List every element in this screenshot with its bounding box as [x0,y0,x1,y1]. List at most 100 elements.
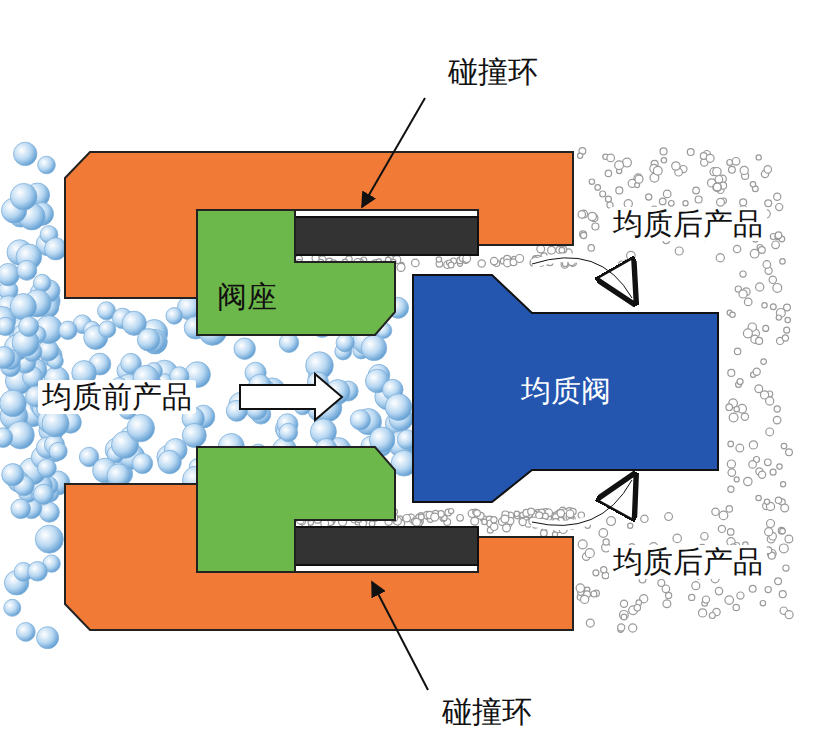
small-droplet [646,194,652,200]
small-droplet [431,513,439,521]
small-droplet [728,469,736,477]
small-droplet [765,587,771,593]
small-droplet [734,477,739,482]
large-droplet [0,428,13,448]
large-droplet [0,390,26,417]
small-droplet [778,527,785,534]
small-droplet [397,263,405,271]
small-droplet [491,517,497,523]
large-droplet [234,338,255,359]
small-droplet [607,154,615,162]
small-droplet [706,154,714,162]
node-text: 均质阀 [521,374,611,409]
large-droplet [33,274,51,292]
small-droplet [503,524,511,532]
small-droplet [737,592,744,599]
large-droplet [0,347,15,369]
small-droplet [717,198,725,206]
large-droplet [137,329,159,351]
small-droplet [491,523,498,530]
small-droplet [641,515,648,522]
small-droplet [764,166,771,173]
small-droplet [659,198,666,205]
small-droplet [672,162,680,170]
flow-label: 均质后产品 [609,545,767,580]
small-droplet [627,251,636,260]
small-droplet [578,211,585,218]
flow-label: 均质前产品 [38,380,196,415]
homogenizing-valve [413,275,718,502]
small-droplet [501,515,509,523]
small-droplet [716,254,724,262]
small-droplet [605,196,611,202]
small-droplet [624,260,630,266]
large-droplet [59,321,77,339]
small-droplet [663,600,671,608]
small-droplet [761,359,767,365]
small-droplet [786,449,793,456]
small-droplet [713,183,721,191]
small-droplet [457,515,464,522]
small-droplet [559,247,565,253]
small-droplet [759,471,766,478]
small-droplet [784,327,790,333]
small-droplet [620,611,629,620]
small-droplet [779,544,788,553]
small-droplet [728,441,734,447]
large-droplet [0,317,15,335]
small-droplet [780,528,786,534]
small-droplet [675,247,683,255]
small-droplet [762,303,767,308]
small-droplet [783,565,789,571]
small-droplet [687,149,694,156]
small-droplet [763,261,771,269]
small-droplet [478,260,485,267]
small-droplet [785,317,790,322]
small-droplet [773,416,781,424]
small-droplet [727,460,735,468]
small-droplet [775,497,781,503]
large-droplet [10,294,36,320]
large-droplet [4,599,21,616]
small-droplet [593,570,599,576]
small-droplet [581,232,587,238]
small-droplet [785,535,793,543]
large-droplet [16,623,35,642]
small-droplet [715,587,722,594]
small-droplet [718,525,725,532]
small-droplet [726,404,733,411]
small-droplet [733,245,740,252]
valve-seat-top [197,210,395,335]
small-droplet [537,245,545,253]
outflow-arrow-top-edge [532,258,632,298]
small-droplet [621,614,627,620]
flow-label: 均质后产品 [609,207,767,242]
small-droplet [719,511,728,520]
small-droplet [727,529,734,536]
small-droplet [753,368,760,375]
small-droplet [605,170,611,176]
small-droplet [729,413,738,422]
small-droplet [589,179,594,184]
small-droplet [785,611,793,619]
large-droplet [17,260,37,280]
small-droplet [693,187,700,194]
small-droplet [514,511,519,516]
small-droplet [702,596,709,603]
large-droplet [279,423,297,441]
outflow-arrow-top [532,258,632,298]
small-droplet [557,510,564,517]
large-droplet [11,499,31,519]
small-droplet [728,369,735,376]
small-droplet [665,513,673,521]
small-droplet [548,246,556,254]
large-droplet [35,525,63,553]
small-droplet [586,619,594,627]
small-droplet [615,161,624,170]
large-droplet [14,142,37,165]
small-droplet [741,413,748,420]
large-droplet [28,562,48,582]
small-droplet [756,155,761,160]
small-droplet [764,499,769,504]
small-droplet [777,464,782,469]
